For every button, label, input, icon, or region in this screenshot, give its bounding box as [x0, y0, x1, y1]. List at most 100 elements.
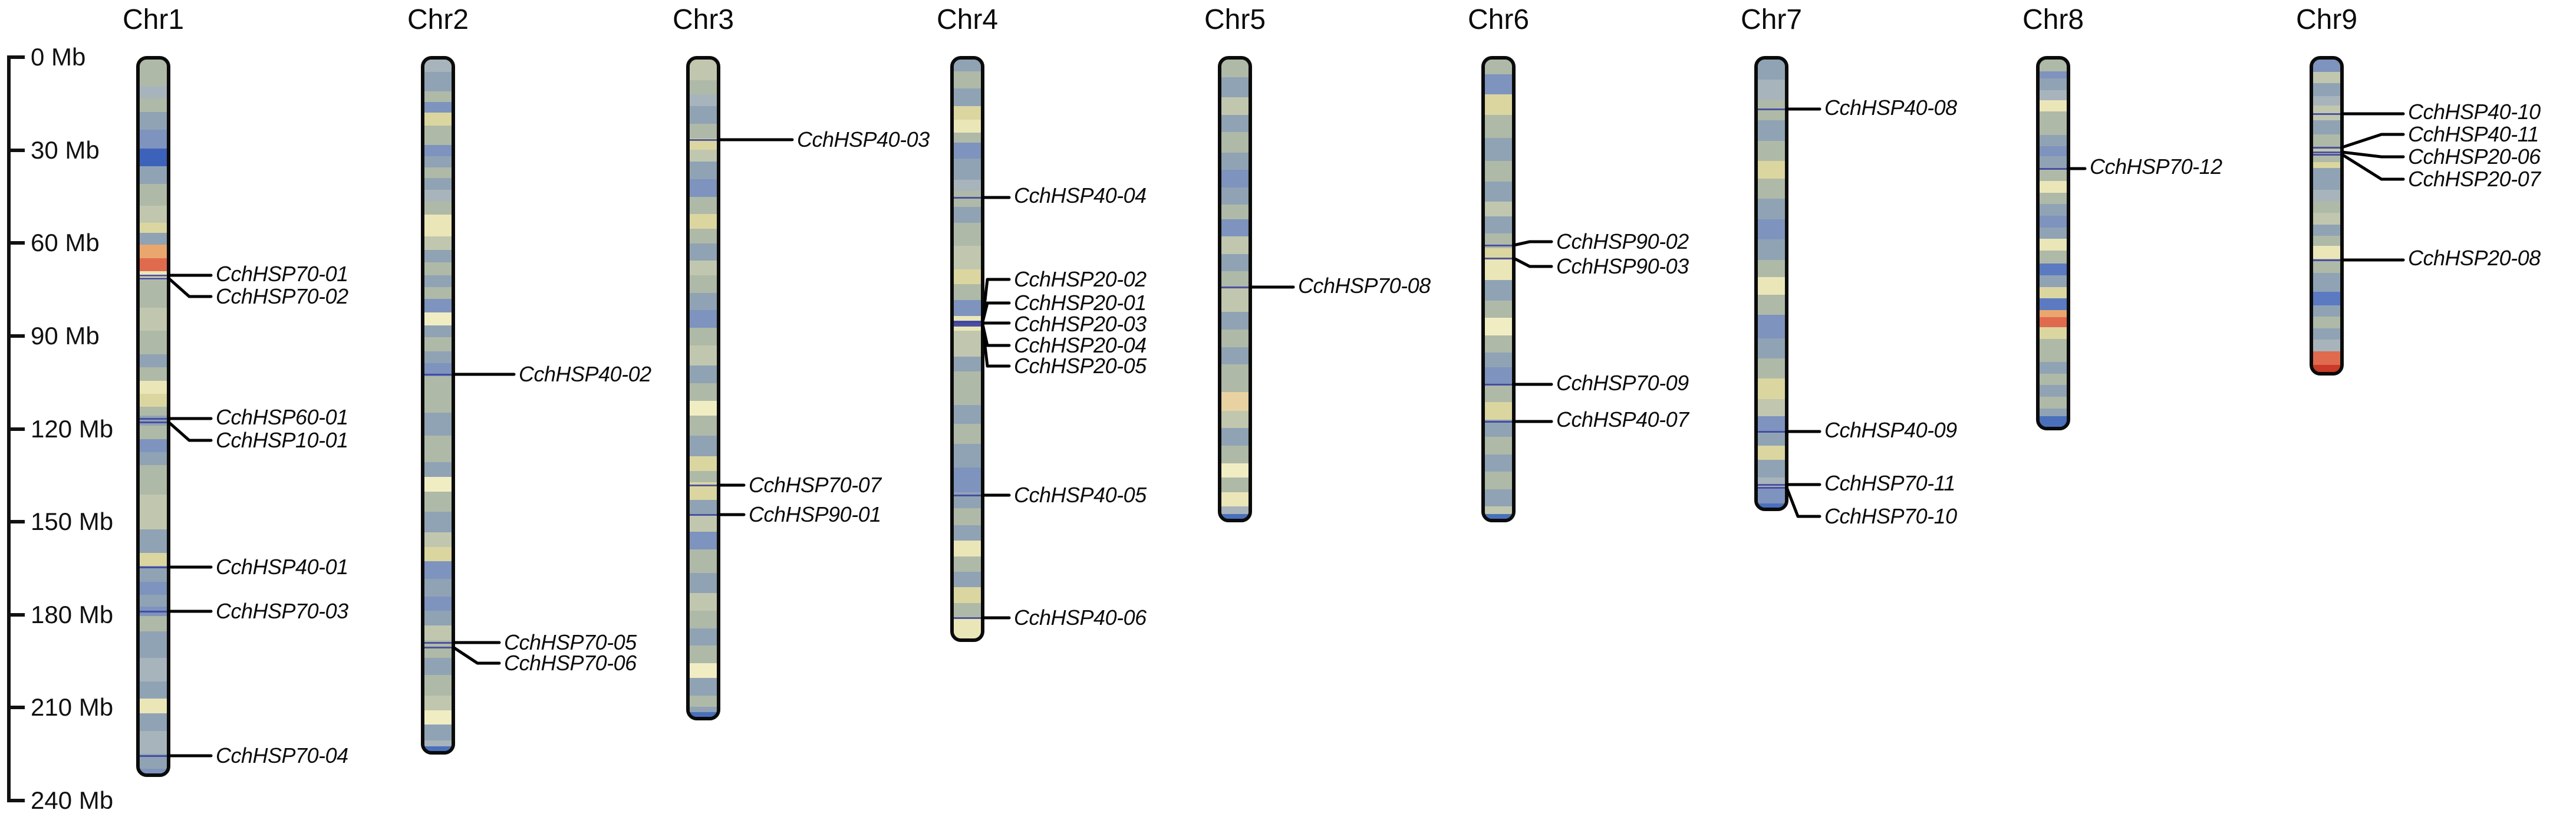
scale-tick [7, 520, 25, 523]
chromosome-band [424, 215, 452, 236]
gene-label-cchhsp40-06: CchHSP40-06 [1014, 605, 1147, 630]
scale-tick [7, 55, 25, 59]
chromosome-title-chr8: Chr8 [2022, 4, 2084, 35]
chromosome-band [690, 243, 717, 261]
chromosome-band [2040, 192, 2067, 205]
chromosome-bar-chr9 [2310, 56, 2344, 376]
gene-position-tick [424, 642, 452, 644]
chromosome-band [2313, 351, 2340, 365]
scale-tick-label: 180 Mb [31, 601, 114, 628]
chromosome-band [2313, 340, 2340, 351]
chromosome-band [1485, 514, 1512, 519]
chromosome-band [954, 300, 981, 316]
chromosome-band [1485, 489, 1512, 507]
chromosome-band [954, 119, 981, 133]
chromosome-band [690, 436, 717, 456]
chromosome-band [1485, 94, 1512, 115]
chromosome-band [2313, 95, 2340, 106]
gene-position-tick [140, 275, 167, 276]
gene-leader-line [981, 278, 1011, 323]
chromosome-band [424, 298, 452, 312]
gene-leader-line [167, 420, 213, 442]
gene-position-tick [954, 324, 981, 325]
chromosome-band [1221, 347, 1249, 365]
chromosome-band [424, 236, 452, 250]
chromosome-band [954, 371, 981, 386]
chromosome-band [140, 407, 167, 416]
chromosome-band [1221, 445, 1249, 463]
chromosome-band [1221, 205, 1249, 219]
chromosome-band [954, 424, 981, 444]
gene-position-tick [140, 278, 167, 279]
chromosome-band [1758, 445, 1785, 460]
chromosome-band [954, 106, 981, 120]
chromosome-band [1485, 402, 1512, 420]
chromosome-band [690, 310, 717, 328]
chromosome-band [1485, 454, 1512, 472]
gene-label-cchhsp40-02: CchHSP40-02 [519, 362, 651, 386]
chromosome-band [424, 740, 452, 747]
gene-position-tick [1485, 258, 1512, 259]
chromosome-band [424, 725, 452, 741]
chromosome-band [424, 201, 452, 215]
chromosome-band [690, 179, 717, 197]
chromosome-band [1221, 97, 1249, 115]
chromosome-band [140, 595, 167, 607]
chromosome-band [1758, 80, 1785, 100]
chromosome-band [2313, 71, 2340, 84]
chromosome-band [954, 404, 981, 424]
chromosome-band [140, 452, 167, 466]
chromosome-band [2040, 239, 2067, 251]
chromosome-band [954, 206, 981, 223]
chromosome-band [1221, 271, 1249, 289]
gene-position-tick [1758, 484, 1785, 486]
gene-position-tick [2313, 154, 2340, 156]
chromosome-band [140, 439, 167, 453]
chromosome-band [140, 183, 167, 206]
gene-position-tick [1221, 286, 1249, 288]
chromosome-band [2313, 190, 2340, 202]
chromosome-band [1485, 353, 1512, 367]
chromosome-band [1221, 170, 1249, 187]
chromosome-band [2313, 83, 2340, 96]
chromosome-band [954, 467, 981, 493]
chromosome-band [954, 541, 981, 556]
chromosome-band [1485, 335, 1512, 353]
chromosome-band [1758, 503, 1785, 508]
chromosome-band [1758, 161, 1785, 179]
chromosome-band [1758, 399, 1785, 417]
chromosome-band [424, 532, 452, 547]
gene-label-cchhsp40-10: CchHSP40-10 [2408, 100, 2541, 124]
gene-position-tick [1758, 108, 1785, 110]
gene-position-tick [1485, 384, 1512, 386]
chromosome-band [2313, 213, 2340, 225]
chromosome-band [690, 292, 717, 311]
chromosome-bar-chr5 [1218, 56, 1252, 522]
scale-tick-label: 90 Mb [31, 322, 100, 350]
chromosome-band [1758, 431, 1785, 446]
chromosome-band [2040, 156, 2067, 170]
chromosome-band [1221, 132, 1249, 153]
chromosome-band [690, 400, 717, 416]
chromosome-band [424, 625, 452, 640]
chromosome-band [2040, 215, 2067, 228]
gene-label-cchhsp90-01: CchHSP90-01 [749, 502, 881, 526]
chromosome-band [1485, 114, 1512, 138]
scale-tick-label: 60 Mb [31, 229, 100, 256]
chromosome-band [954, 572, 981, 588]
chromosome-band [1758, 358, 1785, 379]
chromosome-band [1221, 312, 1249, 330]
chromosome-band [1758, 140, 1785, 162]
chromosome-band [1758, 378, 1785, 399]
gene-label-cchhsp40-03: CchHSP40-03 [797, 127, 930, 152]
gene-label-cchhsp70-12: CchHSP70-12 [2090, 154, 2222, 179]
chromosome-band [140, 730, 167, 755]
gene-position-tick [140, 567, 167, 568]
chromosome-band [954, 60, 981, 71]
chromosome-band [2313, 292, 2340, 305]
chromosome-band [140, 166, 167, 184]
chromosome-band [140, 112, 167, 130]
chromosome-bar-chr7 [1754, 56, 1788, 511]
chromosome-band [424, 177, 452, 190]
